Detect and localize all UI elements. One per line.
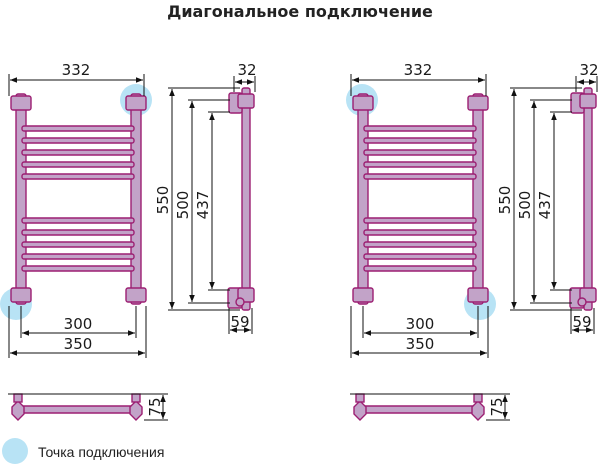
towel-rail-side-view [569,87,597,311]
dim-side [510,76,598,334]
dim-top-view [8,393,168,421]
towel-rail-front-view [352,93,489,305]
label-offset-bottom: 59 [230,313,249,331]
label-height-mid: 500 [174,191,192,220]
diagram-title: Диагональное подключение [167,2,433,21]
label-width-top: 332 [62,61,91,79]
label-height-axis: 437 [536,191,554,220]
label-top-depth: 75 [146,397,164,416]
towel-rail-front-view [10,93,147,305]
dim-top-view [350,393,510,421]
label-width-outer: 350 [406,335,435,353]
dim-width-inner [20,306,137,338]
label-offset-bottom: 59 [572,313,591,331]
label-width-top: 332 [404,61,433,79]
label-height-total: 550 [154,186,172,215]
label-depth-top: 32 [579,61,598,79]
diagram-right: 332 300 350 [346,61,599,421]
legend-label: Точка подключения [38,444,165,460]
dim-width-top [8,74,145,96]
label-width-outer: 350 [64,335,93,353]
dim-width-outer [8,306,147,358]
label-height-total: 550 [496,186,514,215]
label-height-mid: 500 [516,191,534,220]
label-width-inner: 300 [406,315,435,333]
dim-side [168,76,256,334]
label-depth-top: 32 [237,61,256,79]
dim-width-outer [350,306,489,358]
label-height-axis: 437 [194,191,212,220]
label-top-depth: 75 [488,397,506,416]
label-width-inner: 300 [64,315,93,333]
towel-rail-top-view [353,393,485,421]
dim-width-top [350,74,487,96]
towel-rail-side-view [227,87,255,311]
connection-point-legend-icon [2,438,28,464]
diagram-left: 332 300 350 [0,61,257,421]
towel-rail-top-view [11,393,143,421]
dim-width-inner [362,306,479,338]
